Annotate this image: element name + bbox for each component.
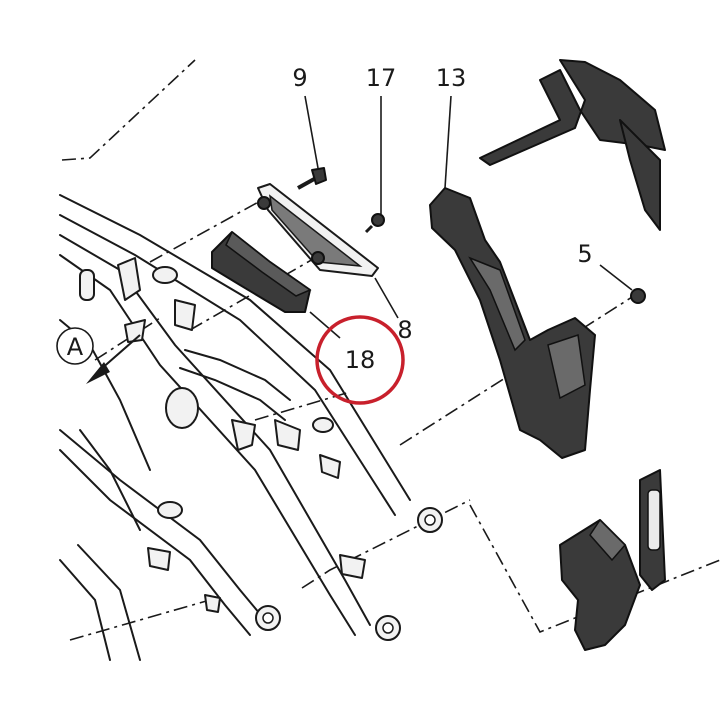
frame-clip-right	[319, 454, 341, 479]
part-5-bolt	[630, 288, 646, 304]
frame-tube-upper-a	[59, 194, 411, 501]
view-label-A: A	[67, 333, 84, 361]
assembly-line-bottom-left	[69, 599, 211, 641]
frame-tube-left-a	[59, 559, 111, 661]
part-13-side-cover	[429, 187, 596, 459]
callout-8: 8	[397, 316, 412, 344]
bracket-8-body	[257, 183, 379, 277]
bracket-8-grommet-top	[257, 196, 271, 210]
lower-right-parts	[559, 469, 666, 651]
frame-tab-right	[274, 419, 301, 451]
tail-unit-body	[479, 59, 666, 166]
callout-13: 13	[436, 64, 467, 92]
frame-tube-bottom-b	[59, 449, 251, 636]
leader-13	[444, 95, 452, 189]
assembly-line-center	[301, 499, 471, 589]
bolt-5-head	[630, 288, 646, 304]
frame-tab-left	[117, 257, 141, 301]
part-8-bracket	[257, 183, 379, 277]
leader-9	[304, 95, 319, 169]
part-17-screw	[364, 213, 385, 234]
arrow-head-icon	[86, 362, 110, 384]
frame-clip-bottom	[204, 594, 221, 613]
assembly-line-top-left	[61, 59, 196, 161]
leader-8	[374, 277, 399, 319]
tail-unit	[479, 59, 666, 231]
highlight-circle	[315, 315, 405, 405]
frame-cap-right	[312, 417, 334, 433]
part-18-pad	[211, 230, 312, 313]
frame-peg	[79, 269, 95, 301]
frame-tab-center	[174, 299, 196, 331]
bolt-9-head	[311, 167, 327, 185]
frame-pivot-ring	[165, 387, 199, 429]
view-label-circle	[56, 327, 94, 365]
frame-cap-left	[152, 266, 178, 284]
leader-lines	[304, 95, 633, 339]
frame-clip-A	[124, 319, 146, 343]
callout-9: 9	[292, 64, 307, 92]
frame-tube-left-b	[77, 544, 141, 661]
frame-tube-upper-b	[59, 214, 396, 516]
frame-tab-lower	[147, 547, 171, 571]
frame-tab-mid	[231, 419, 256, 451]
callout-18: 18	[345, 346, 376, 374]
leader-5	[599, 264, 633, 291]
part-9-bolt	[297, 167, 327, 190]
frame-cross-tube-b	[179, 367, 286, 421]
callout-17: 17	[366, 64, 397, 92]
leader-18	[309, 311, 341, 339]
frame-cap-lower	[157, 501, 183, 519]
frame-tube-side-b	[79, 429, 141, 531]
frame-brackets	[79, 257, 366, 613]
assembly-line-mid	[254, 391, 351, 421]
rod-ends	[255, 507, 443, 641]
frame-tube-lower-a	[59, 234, 371, 626]
callout-5: 5	[577, 240, 592, 268]
bracket-8-grommet-bottom	[311, 251, 325, 265]
frame-tab-bottom	[339, 554, 366, 579]
screw-17-head	[371, 213, 385, 227]
view-arrow-A	[86, 334, 141, 384]
frame-tube-lower-b	[59, 254, 356, 636]
frame-tube-bottom-a	[59, 429, 266, 621]
tail-unit-side	[619, 119, 661, 231]
frame-cross-tube	[184, 349, 291, 401]
